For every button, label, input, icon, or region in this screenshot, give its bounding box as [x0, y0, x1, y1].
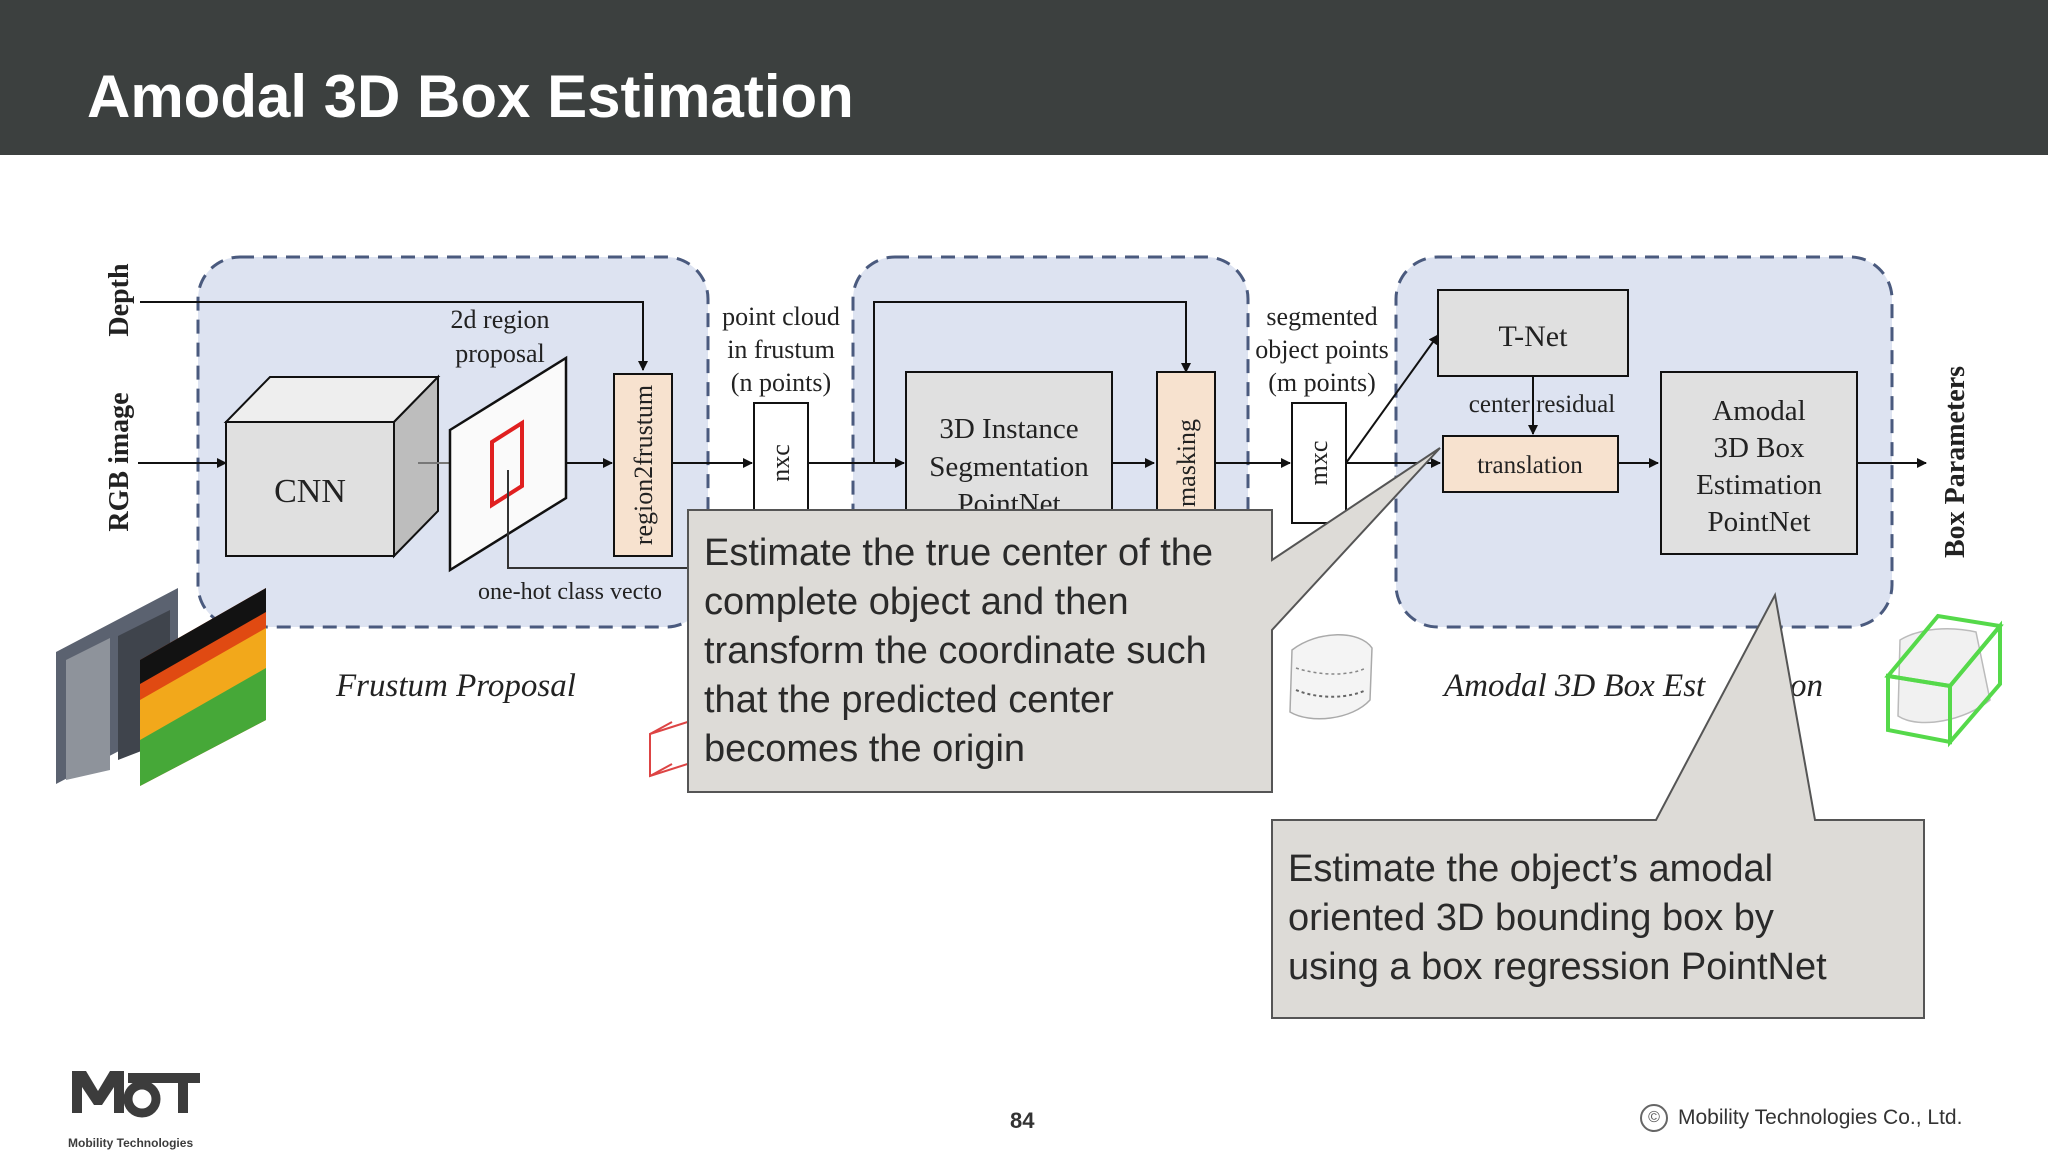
amodal-label-3: Estimation [1696, 469, 1822, 501]
amodal-label-1: Amodal [1712, 395, 1805, 427]
callout-box-text: Estimate the object’s amodal oriented 3D… [1288, 845, 1827, 992]
region-proposal-label-1: 2d region [451, 305, 550, 334]
rgb-image-label: RGB image [104, 392, 135, 531]
amodal-caption-tail: on [1790, 668, 1823, 704]
mxc-label: mxc [1304, 441, 1333, 486]
tnet-block [1437, 289, 1629, 377]
one-hot-line [507, 470, 690, 569]
region-proposal-box [490, 419, 524, 509]
segmentation-label-1: 3D Instance [939, 413, 1078, 445]
slide-title: Amodal 3D Box Estimation [87, 63, 854, 130]
callout-center-line: transform the coordinate such [704, 630, 1207, 672]
frustum-pointnet-diagram: Depth RGB image CNN 2d region proposal r… [56, 255, 2004, 1019]
page-number: 84 [1010, 1108, 1035, 1133]
copyright: © Mobility Technologies Co., Ltd. [1640, 1104, 1962, 1132]
one-hot-label: one-hot class vecto [478, 579, 662, 605]
point-cloud-label-1: point cloud [722, 302, 840, 331]
masking-block [1156, 371, 1216, 523]
callout-center-line: that the predicted center [704, 679, 1114, 721]
mxc-to-tnet-arrow [1345, 334, 1439, 464]
callout-center-text: Estimate the true center of the complete… [704, 529, 1213, 774]
callout-center-shape [687, 447, 1441, 793]
depth-arrow [140, 301, 648, 371]
segmentation-label-2: Segmentation [929, 451, 1089, 483]
green-3d-box-sketch [1884, 613, 2004, 748]
segmentation-pointnet-block [905, 371, 1113, 523]
region-proposal-label-2: proposal [455, 339, 545, 368]
callout-box-line: Estimate the object’s amodal [1288, 848, 1774, 890]
amodal-pointnet-block [1660, 371, 1858, 555]
segmented-points-sketch [1289, 634, 1373, 720]
callout-box-line: using a box regression PointNet [1288, 946, 1827, 988]
box-parameters-label: Box Parameters [1940, 366, 1971, 558]
logo-subtext: Mobility Technologies [68, 1136, 194, 1150]
amodal-caption-partial: Amodal 3D Box Est [1442, 668, 1706, 704]
callout-box-line: oriented 3D bounding box by [1288, 897, 1774, 939]
amodal-label-2: 3D Box [1713, 432, 1805, 464]
segmented-label-2: object points [1255, 335, 1389, 364]
tnet-label: T-Net [1499, 320, 1569, 353]
rgb-depth-thumbnails [56, 588, 266, 786]
mot-logo-mark [72, 1071, 200, 1118]
segmented-label-1: segmented [1266, 302, 1377, 331]
point-cloud-label-3: (n points) [731, 368, 831, 397]
segmented-label-3: (m points) [1268, 368, 1376, 397]
region2frustum-block [613, 373, 673, 557]
point-cloud-label-2: in frustum [727, 335, 835, 364]
nxc-label: nxc [766, 444, 795, 482]
bypass-arrow [873, 301, 1191, 463]
mxc-block [1291, 402, 1347, 524]
mot-logo: Mobility Technologies [68, 1065, 208, 1150]
translation-block [1442, 435, 1619, 493]
cnn-label: CNN [274, 473, 346, 510]
center-residual-label: center residual [1469, 391, 1616, 418]
amodal-label-4: PointNet [1707, 506, 1810, 538]
translation-label: translation [1477, 452, 1583, 479]
callout-center-line: complete object and then [704, 581, 1129, 623]
cnn-block: CNN [223, 374, 441, 559]
callout-box-shape [1271, 591, 1925, 1019]
depth-label: Depth [104, 263, 135, 337]
title-bar [0, 0, 2048, 155]
region2frustum-label: region2frustum [629, 385, 658, 545]
copyright-icon: © [1640, 1104, 1668, 1132]
frustum-proposal-caption: Frustum Proposal [335, 668, 576, 704]
region-proposal-plane [448, 355, 568, 573]
copyright-text: Mobility Technologies Co., Ltd. [1678, 1106, 1963, 1129]
nxc-block [753, 402, 809, 524]
callout-center-line: becomes the origin [704, 728, 1026, 770]
masking-label: masking [1172, 419, 1201, 507]
callout-center-line: Estimate the true center of the [704, 532, 1214, 574]
